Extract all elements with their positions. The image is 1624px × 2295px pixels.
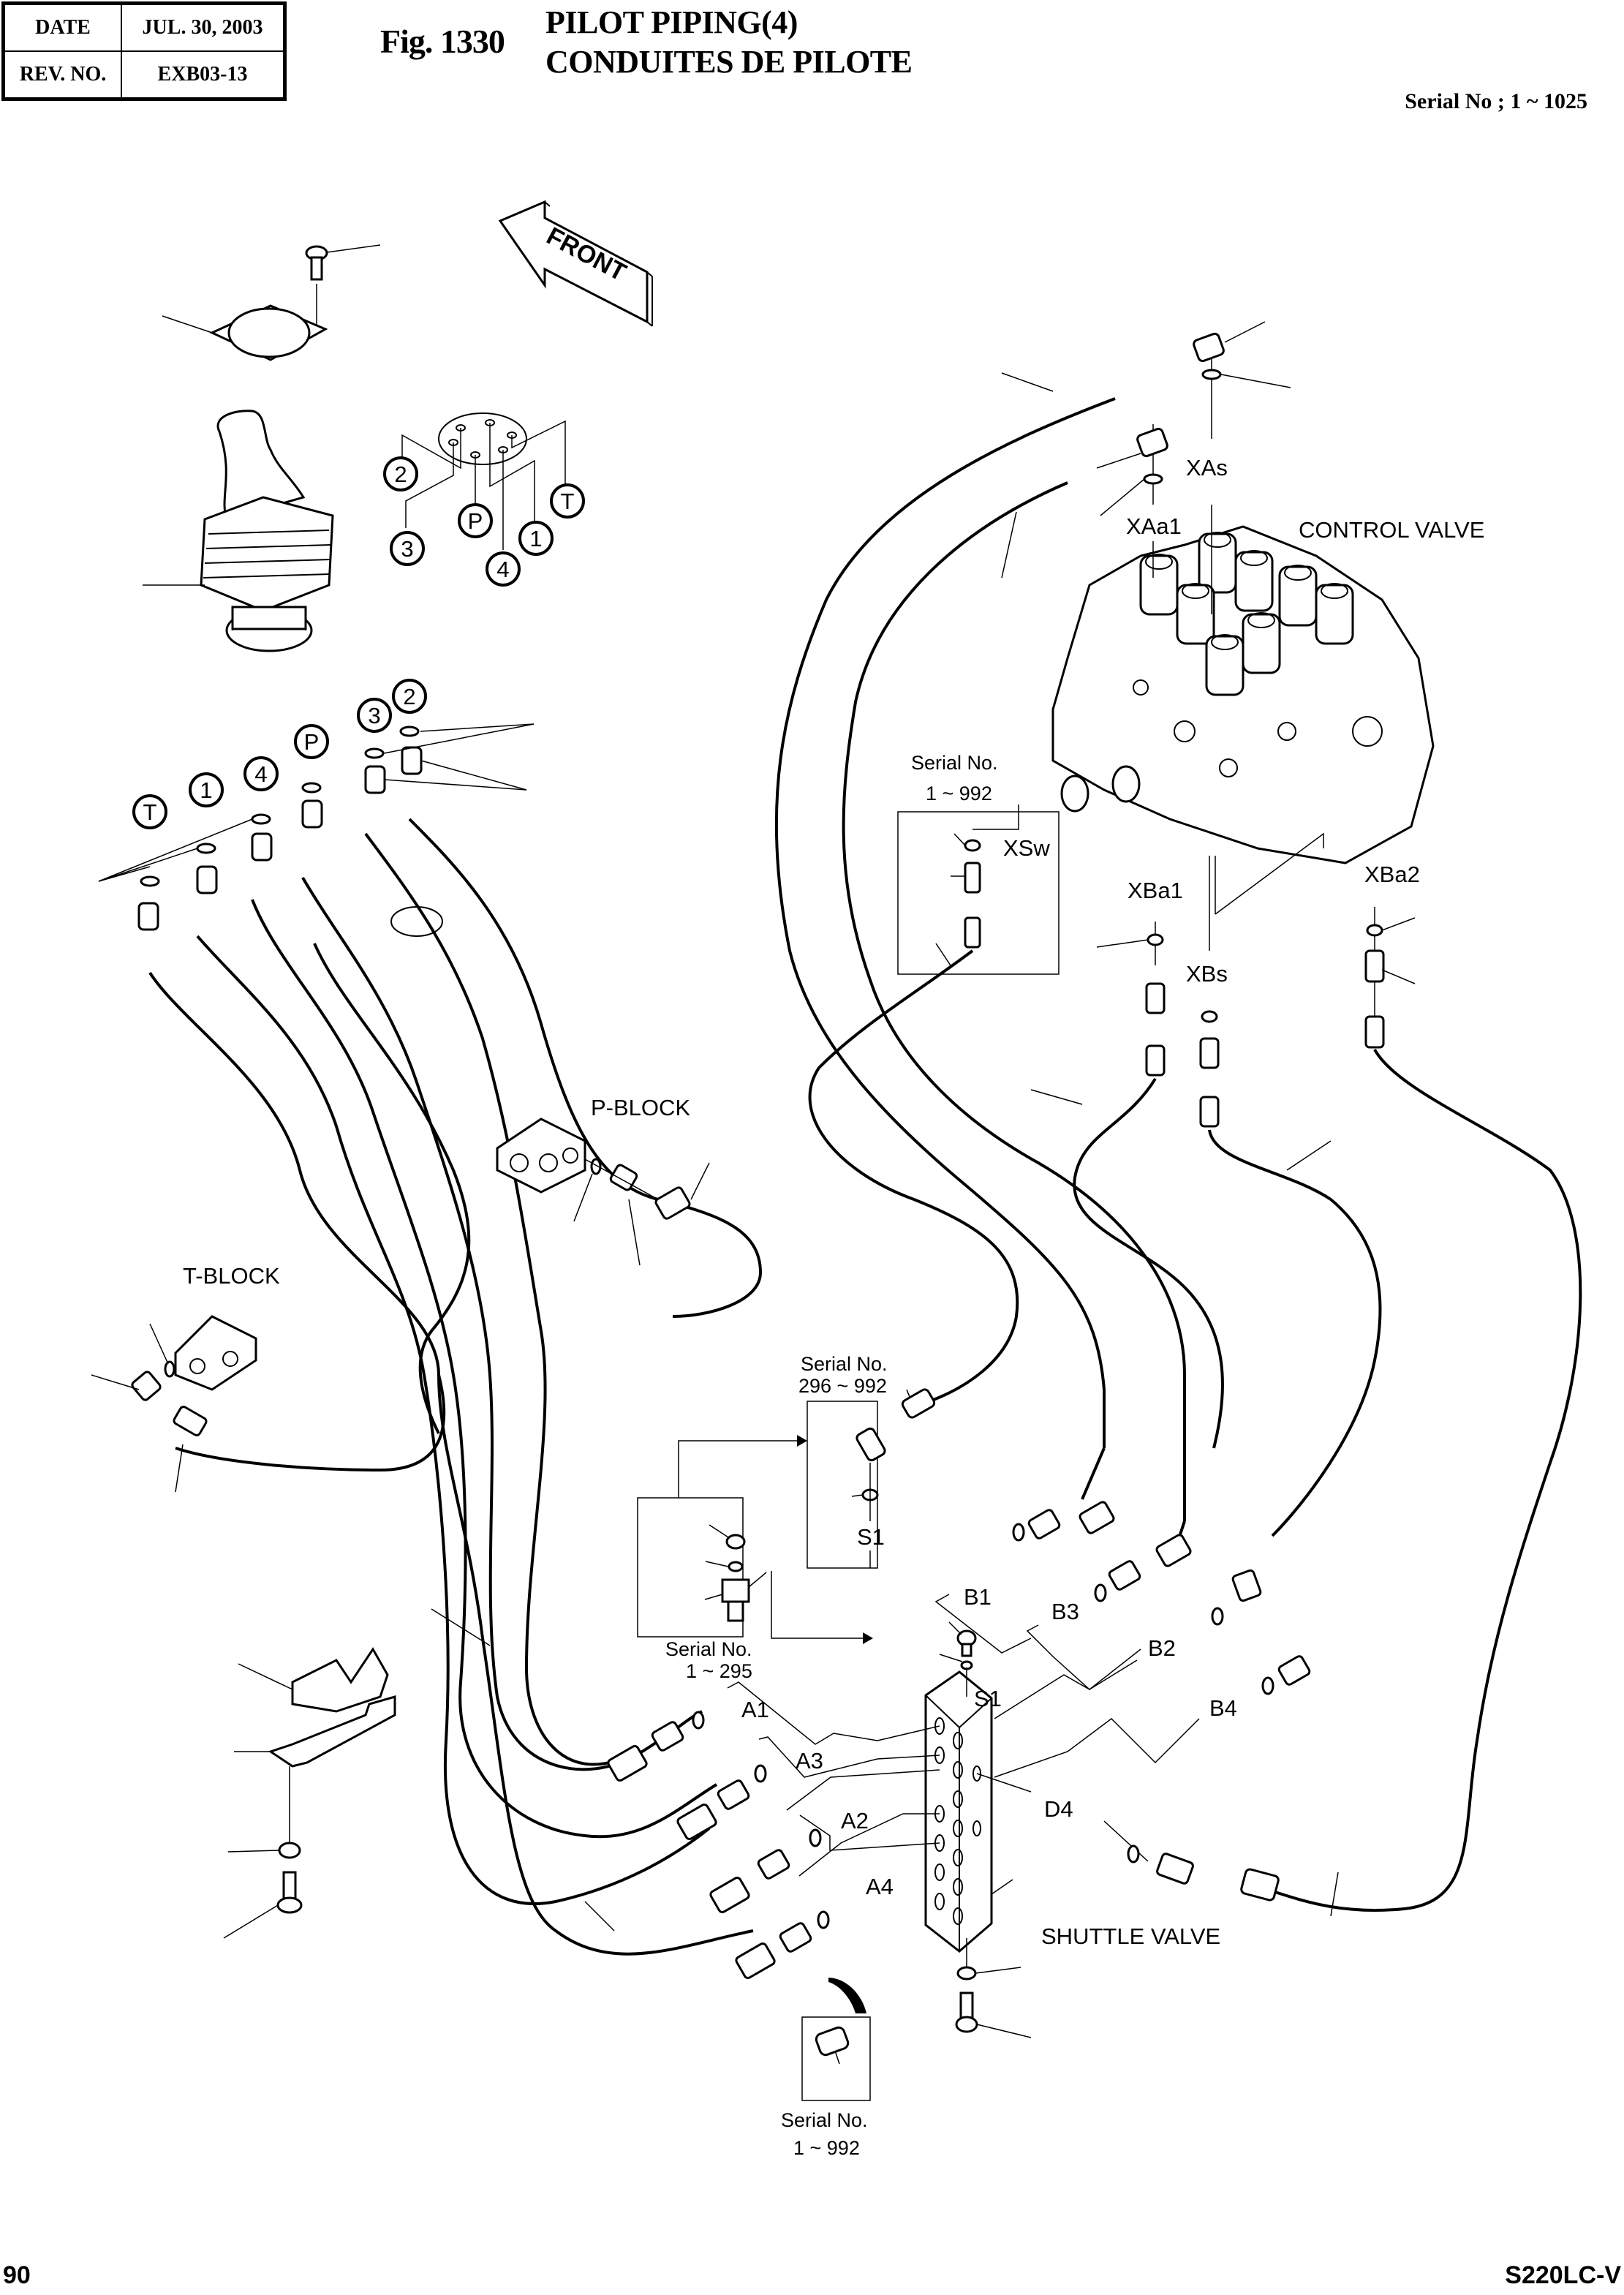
callout-3: 3: [390, 531, 425, 566]
s1-old-serial-range: 1 ~ 295: [686, 1660, 752, 1682]
port-b1: B1: [964, 1584, 992, 1610]
shuttle-valve-label: SHUTTLE VALVE: [1041, 1923, 1220, 1949]
svg-text:P: P: [304, 729, 320, 755]
callout-4: 4: [486, 551, 521, 587]
joystick-lever-icon: [143, 410, 334, 652]
port-xas: XAs: [1186, 455, 1228, 481]
cover-plate-icon: [162, 304, 328, 361]
port-pattern-diagram: [401, 412, 566, 550]
svg-text:1: 1: [200, 777, 212, 803]
port-xbs: XBs: [1186, 961, 1228, 987]
date-label: DATE: [2, 2, 122, 52]
serial-range: Serial No ; 1 ~ 1025: [1405, 89, 1587, 113]
s1-new-serial-range: 296 ~ 992: [798, 1375, 887, 1397]
callout-P: P: [458, 503, 493, 538]
xsw-inset-serial-label: Serial No.: [911, 752, 998, 774]
s1-new-serial-label: Serial No.: [801, 1353, 888, 1375]
callout-1: 1: [189, 772, 224, 807]
port-d4: D4: [1044, 1796, 1073, 1822]
callout-2: 2: [392, 679, 427, 714]
bottom-inset-serial-range: 1 ~ 992: [793, 2137, 860, 2159]
rev-value: EXB03-13: [121, 50, 286, 100]
port-callouts-fittings: T 1 4 P 3 2: [98, 679, 535, 931]
xsw-inset-box: [897, 811, 1060, 975]
port-xsw: XSw: [1003, 835, 1050, 861]
bottom-variant-inset: Serial No. 1 ~ 992: [781, 1978, 871, 2159]
figure-number: Fig. 1330: [380, 23, 505, 60]
callout-T: T: [550, 483, 585, 519]
svg-text:2: 2: [394, 461, 407, 487]
pilot-hoses-left: [148, 818, 763, 1956]
svg-text:2: 2: [403, 684, 415, 709]
s1-old-serial-label: Serial No.: [665, 1638, 752, 1660]
port-b3: B3: [1051, 1599, 1079, 1624]
svg-text:T: T: [143, 799, 157, 825]
p-block: P-BLOCK: [496, 1095, 710, 1266]
rev-label: REV. NO.: [2, 50, 122, 100]
control-valve: CONTROL VALVE: [1051, 517, 1484, 864]
pilot-hoses-right: [774, 372, 1582, 1917]
shuttle-s1-port: S1: [974, 1686, 1002, 1711]
callout-P: P: [294, 724, 329, 759]
figure-title: PILOT PIPING(4) CONDUITES DE PILOTE: [545, 3, 913, 82]
s1-variant-insets: Serial No. 296 ~ 992 S1 Serial No. 1 ~ 2…: [637, 1353, 888, 1682]
control-valve-ports: XAs XAa1 Serial No. 1 ~ 992 XSw XBa1 XBs…: [897, 321, 1420, 1128]
date-value: JUL. 30, 2003: [121, 2, 286, 52]
title-french: CONDUITES DE PILOTE: [545, 44, 913, 80]
svg-text:4: 4: [496, 557, 509, 582]
joystick-assembly: [143, 244, 381, 652]
title-english: PILOT PIPING(4): [545, 4, 798, 40]
port-xba1: XBa1: [1128, 878, 1183, 903]
svg-text:1: 1: [529, 526, 542, 551]
s1-old-inset-box: [637, 1497, 744, 1638]
svg-text:3: 3: [368, 703, 380, 728]
t-block: T-BLOCK: [91, 1263, 280, 1493]
port-xba2: XBa2: [1364, 862, 1420, 887]
s1-inset-port: S1: [857, 1524, 885, 1550]
control-valve-label: CONTROL VALVE: [1299, 517, 1484, 543]
valve-spools: [1139, 532, 1354, 696]
port-b2: B2: [1148, 1635, 1176, 1661]
port-a2: A2: [841, 1808, 869, 1834]
svg-text:3: 3: [401, 536, 413, 562]
svg-text:4: 4: [254, 761, 267, 787]
port-a1: A1: [741, 1697, 769, 1722]
callout-3: 3: [357, 698, 392, 733]
port-a3: A3: [796, 1748, 823, 1774]
bottom-inset-serial-label: Serial No.: [781, 2109, 868, 2131]
callout-T: T: [132, 794, 167, 829]
port-b4: B4: [1209, 1695, 1237, 1721]
xsw-inset-serial-range: 1 ~ 992: [926, 783, 992, 804]
port-callouts-top: 2 3 P 4 1 T: [383, 456, 585, 587]
p-block-label: P-BLOCK: [591, 1095, 690, 1120]
front-arrow-icon: FRONT: [498, 200, 653, 327]
shuttle-port-labels: A1 A3 A2 A4 B1 B3 B2 B4 D4: [727, 1584, 1237, 1899]
shuttle-adapters: [607, 1501, 1311, 1980]
port-a4: A4: [866, 1874, 894, 1899]
port-xaa1: XAa1: [1126, 513, 1182, 539]
callout-1: 1: [518, 521, 554, 556]
callout-2: 2: [383, 456, 418, 491]
callout-4: 4: [243, 756, 279, 791]
fittings-row: [98, 723, 535, 931]
svg-text:P: P: [468, 508, 483, 534]
bracket-hardware: [223, 1647, 396, 1939]
page-number: 90: [3, 2261, 31, 2289]
revision-table: DATE JUL. 30, 2003 REV. NO. EXB03-13: [1, 1, 287, 101]
t-block-label: T-BLOCK: [183, 1263, 280, 1289]
svg-text:T: T: [561, 489, 575, 514]
model-name: S220LC-V: [1505, 2261, 1621, 2289]
s1-new-inset-box: [807, 1401, 878, 1569]
shuttle-valve: S1 SHUTTLE VALVE: [924, 1621, 1220, 2038]
bolt-icon: [305, 244, 381, 331]
